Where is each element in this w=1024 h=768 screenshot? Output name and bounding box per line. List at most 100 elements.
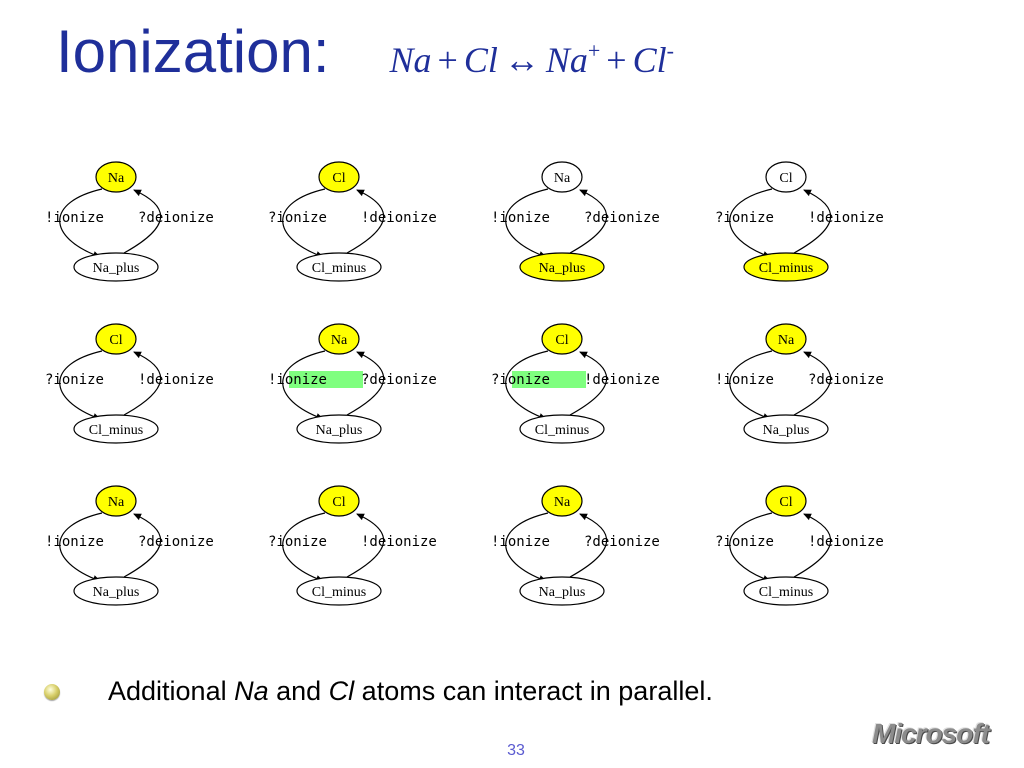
transition-arc-forward <box>59 188 103 258</box>
state-label-atom: Cl <box>109 333 122 348</box>
state-node-atom <box>318 485 360 517</box>
transition-arc-backward <box>793 513 832 578</box>
state-node-atom <box>318 161 360 193</box>
slide-title: Ionization: <box>56 18 330 85</box>
transition-label-left: ?ionize <box>45 372 104 388</box>
formula-cl: Cl <box>463 40 498 80</box>
transition-label-highlight <box>289 371 363 388</box>
bullet-text-suffix: atoms can interact in parallel. <box>354 676 713 706</box>
transition-label-right: !deionize <box>808 534 884 550</box>
transition-arc-backward <box>793 351 832 416</box>
transition-label-right: !deionize <box>584 372 660 388</box>
state-label-atom: Na <box>554 495 571 510</box>
bullet-item: Additional Na and Cl atoms can interact … <box>44 676 713 707</box>
transition-arc-forward <box>729 350 773 420</box>
state-label-atom: Cl <box>779 171 792 186</box>
transition-arc-backward <box>569 189 608 254</box>
transition-label-right: ?deionize <box>584 210 660 226</box>
state-node-atom <box>541 161 583 193</box>
state-node-atom <box>765 485 807 517</box>
formula-na-ion: Na <box>545 40 588 80</box>
bullet-text-na: Na <box>234 676 269 706</box>
formula-cl-ion: Cl <box>632 40 667 80</box>
state-label-atom: Cl <box>779 495 792 510</box>
transition-arc-forward <box>59 350 103 420</box>
transition-arc-forward <box>505 512 549 582</box>
transition-arc-backward <box>346 189 385 254</box>
transition-arc-forward <box>729 188 773 258</box>
state-node-ion <box>743 576 829 606</box>
state-label-ion: Cl_minus <box>312 261 366 276</box>
state-node-atom <box>765 161 807 193</box>
transition-label-left: !ionize <box>715 372 774 388</box>
transition-arc-forward <box>282 350 326 420</box>
bullet-text-prefix: Additional <box>108 676 235 706</box>
formula-plus: + <box>606 40 627 80</box>
transition-arc-backward <box>123 189 162 254</box>
bullet-icon <box>44 683 60 700</box>
state-label-ion: Na_plus <box>763 423 810 438</box>
state-node-ion <box>519 252 605 282</box>
state-node-ion <box>296 252 382 282</box>
state-node-ion <box>73 414 159 444</box>
transition-label-right: ?deionize <box>584 534 660 550</box>
transition-arc-forward <box>282 188 326 258</box>
state-label-ion: Na_plus <box>539 585 586 600</box>
state-node-ion <box>73 576 159 606</box>
state-label-atom: Cl <box>555 333 568 348</box>
transition-label-left: !ionize <box>491 534 550 550</box>
transition-arc-backward <box>346 513 385 578</box>
transition-label-right: !deionize <box>361 210 437 226</box>
state-label-ion: Cl_minus <box>89 423 143 438</box>
state-node-ion <box>296 414 382 444</box>
formula-na-charge: + <box>587 38 601 63</box>
transition-arc-forward <box>282 512 326 582</box>
state-label-atom: Cl <box>332 495 345 510</box>
state-node-atom <box>541 485 583 517</box>
state-node-atom <box>541 323 583 355</box>
state-node-ion <box>519 414 605 444</box>
formula-cl-charge: - <box>666 38 674 63</box>
state-label-atom: Na <box>554 171 571 186</box>
transition-arc-backward <box>569 513 608 578</box>
ionization-formula: Na+Cl↔Na++Cl- <box>389 40 674 80</box>
transition-arc-forward <box>505 350 549 420</box>
transition-arc-forward <box>729 512 773 582</box>
transition-arc-forward <box>59 512 103 582</box>
state-node-ion <box>73 252 159 282</box>
state-label-atom: Cl <box>332 171 345 186</box>
transition-label-right: ?deionize <box>361 372 437 388</box>
state-label-atom: Na <box>108 495 125 510</box>
transition-label-right: !deionize <box>808 210 884 226</box>
microsoft-logo: Microsoft <box>872 718 990 749</box>
transition-label-highlight <box>512 371 586 388</box>
transition-arc-backward <box>346 351 385 416</box>
transition-label-left: !ionize <box>45 534 104 550</box>
state-label-ion: Na_plus <box>316 423 363 438</box>
slide-title-row: Ionization: Na+Cl↔Na++Cl- <box>56 22 674 82</box>
formula-arrow: ↔ <box>503 40 540 80</box>
formula-plus: + <box>437 40 458 80</box>
bullet-text: Additional Na and Cl atoms can interact … <box>108 676 713 707</box>
transition-label-left: ?ionize <box>715 210 774 226</box>
bullet-text-mid: and <box>268 676 329 706</box>
formula-na: Na <box>389 40 432 80</box>
transition-arc-forward <box>505 188 549 258</box>
transition-label-right: !deionize <box>361 534 437 550</box>
transition-arc-backward <box>569 351 608 416</box>
state-node-ion <box>743 252 829 282</box>
transition-arc-backward <box>793 189 832 254</box>
state-node-atom <box>318 323 360 355</box>
state-label-atom: Na <box>331 333 348 348</box>
state-label-ion: Cl_minus <box>312 585 366 600</box>
